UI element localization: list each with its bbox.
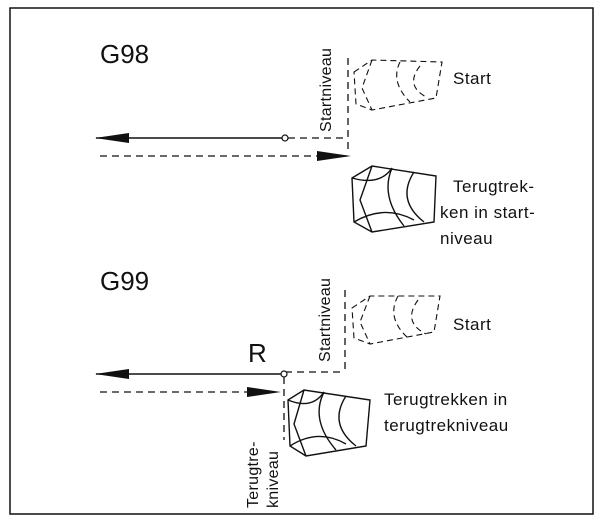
g99-retract-level-label-2: kniveau (265, 451, 282, 508)
g98-retract-label-3: niveau (440, 229, 493, 248)
g98-point-marker (281, 134, 289, 142)
diagram-frame (9, 7, 594, 515)
g99-start-label: Start (453, 315, 491, 334)
g98-retract-drill-icon (351, 165, 437, 233)
g99-r-point-marker (280, 370, 288, 378)
g98-start-label: Start (453, 69, 491, 88)
g98-start-drill-icon (353, 59, 443, 111)
g98-start-level-label: Startniveau (318, 48, 335, 132)
g98-retract-label-1: Terugtrek- (453, 177, 535, 196)
g98-retract-label-2: ken in start- (440, 203, 535, 222)
g99-retract-drill-icon (287, 389, 371, 457)
g99-retract-level-label-1: Terugtre- (245, 441, 262, 508)
g99-retract-label-1: Terugtrekken in (384, 390, 508, 409)
g99-retract-label-2: terugtrekniveau (384, 416, 509, 435)
g98-title: G98 (100, 39, 149, 69)
g99-r-label: R (248, 338, 267, 368)
g99-start-drill-icon (351, 295, 441, 345)
g99-start-level-label: Startniveau (317, 278, 334, 362)
g99-title: G99 (100, 266, 149, 296)
